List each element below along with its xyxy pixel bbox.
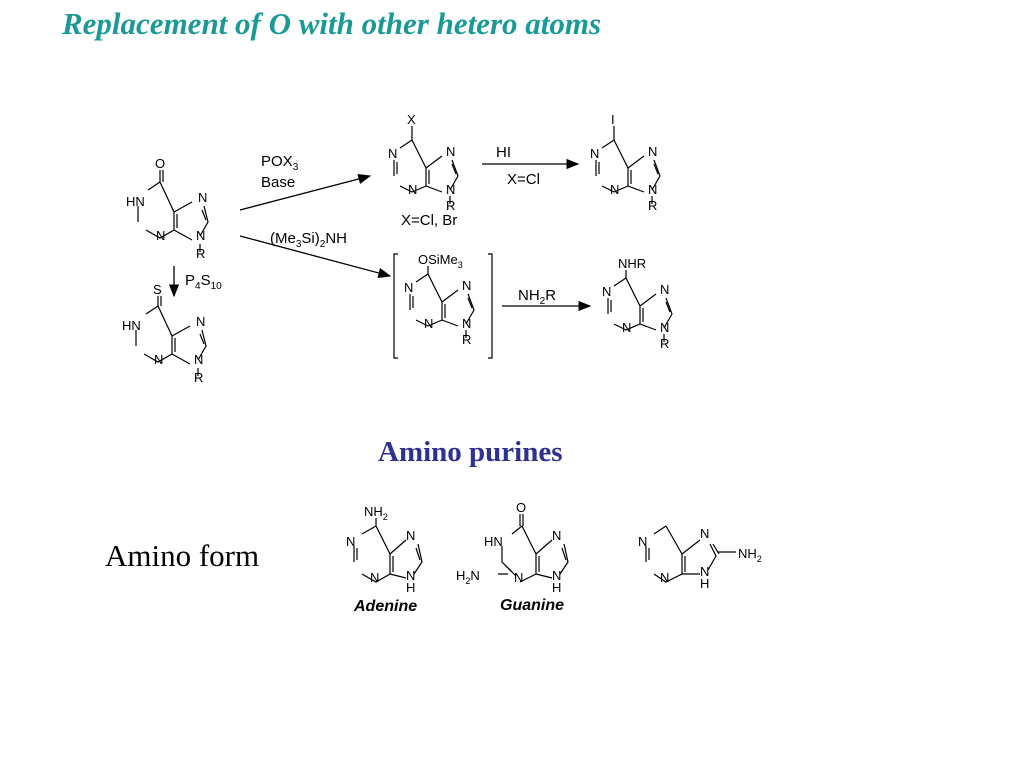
- atom-n: N: [154, 352, 163, 367]
- atom-n: N: [648, 182, 657, 197]
- atom-x: X: [407, 112, 416, 127]
- atom-o: O: [155, 156, 165, 171]
- atom-n: N: [514, 570, 523, 585]
- atom-n: N: [648, 144, 657, 159]
- slide-title: Replacement of O with other hetero atoms: [62, 6, 602, 41]
- atom-nh2: NH2: [364, 504, 388, 522]
- reagent-pox3: POX3: [261, 153, 299, 173]
- reagent-p4s10: P4S10: [185, 272, 222, 292]
- atom-n: N: [638, 534, 647, 549]
- atom-hn: HN: [126, 194, 145, 209]
- atom-n: N: [424, 316, 433, 331]
- atom-n: N: [346, 534, 355, 549]
- atom-n: N: [446, 182, 455, 197]
- atom-n: N: [406, 528, 415, 543]
- aminopurine-nhr-structure: NHR N N N N R: [602, 256, 673, 351]
- atom-n: N: [700, 526, 709, 541]
- atom-r: R: [648, 198, 657, 213]
- aminopurine-8-structure: N N N N H NH2: [638, 525, 762, 591]
- atom-hn: HN: [122, 318, 141, 333]
- amino-purines-heading: Amino purines: [378, 436, 563, 468]
- reagent-nh2r: NH2R: [518, 287, 556, 307]
- atom-n: N: [700, 564, 709, 579]
- atom-n: N: [404, 280, 413, 295]
- atom-i: I: [611, 112, 615, 127]
- atom-n: N: [196, 228, 205, 243]
- atom-n: N: [196, 314, 205, 329]
- atom-n: N: [660, 320, 669, 335]
- atom-nhr: NHR: [618, 256, 646, 271]
- arrow-to-silyl-intermediate: [239, 235, 392, 279]
- atom-r: R: [194, 370, 203, 385]
- atom-h2n: H2N: [456, 568, 480, 586]
- reagent-hi: HI: [496, 144, 511, 161]
- atom-n: N: [602, 284, 611, 299]
- atom-h: H: [700, 576, 709, 591]
- silyl-intermediate-structure: OSiMe3 N N N N R: [393, 252, 493, 359]
- amino-form-label: Amino form: [105, 538, 260, 573]
- atom-n: N: [408, 182, 417, 197]
- atom-n: N: [388, 146, 397, 161]
- guanine-structure: O HN N H2N N N H: [456, 500, 569, 595]
- hypoxanthine-structure: O HN N N N R: [126, 156, 209, 261]
- atom-nh2: NH2: [738, 546, 762, 564]
- adenine-structure: NH2 N N N N H: [346, 504, 423, 595]
- atom-h: H: [406, 580, 415, 595]
- atom-n: N: [552, 568, 561, 583]
- halopurine-structure: X N N N N R: [388, 112, 459, 213]
- atom-r: R: [446, 198, 455, 213]
- atom-r: R: [196, 246, 205, 261]
- atom-n: N: [462, 316, 471, 331]
- guanine-label: Guanine: [500, 597, 565, 614]
- atom-n: N: [660, 570, 669, 585]
- atom-n: N: [660, 282, 669, 297]
- atom-n: N: [406, 568, 415, 583]
- atom-s: S: [153, 282, 162, 297]
- reagent-hmds: (Me3Si)2NH: [270, 230, 347, 250]
- atom-n: N: [622, 320, 631, 335]
- iodopurine-structure: I N N N N R: [590, 112, 661, 213]
- atom-n: N: [462, 278, 471, 293]
- adenine-label: Adenine: [354, 598, 418, 615]
- arrow-to-halopurine: [239, 173, 372, 211]
- thiopurine-structure: S HN N N N R: [122, 282, 207, 385]
- atom-n: N: [156, 228, 165, 243]
- atom-o: O: [516, 500, 526, 515]
- atom-n: N: [194, 352, 203, 367]
- atom-hn: HN: [484, 534, 503, 549]
- reagent-base: Base: [261, 174, 295, 191]
- condition-x-cl: X=Cl: [507, 171, 540, 188]
- atom-r: R: [462, 332, 471, 347]
- atom-n: N: [590, 146, 599, 161]
- atom-r: R: [660, 336, 669, 351]
- atom-n: N: [370, 570, 379, 585]
- atom-n: N: [446, 144, 455, 159]
- atom-n: N: [552, 528, 561, 543]
- atom-n: N: [198, 190, 207, 205]
- atom-osime3: OSiMe3: [418, 252, 463, 270]
- atom-h: H: [552, 580, 561, 595]
- atom-n: N: [610, 182, 619, 197]
- x-cl-br-label: X=Cl, Br: [401, 212, 457, 229]
